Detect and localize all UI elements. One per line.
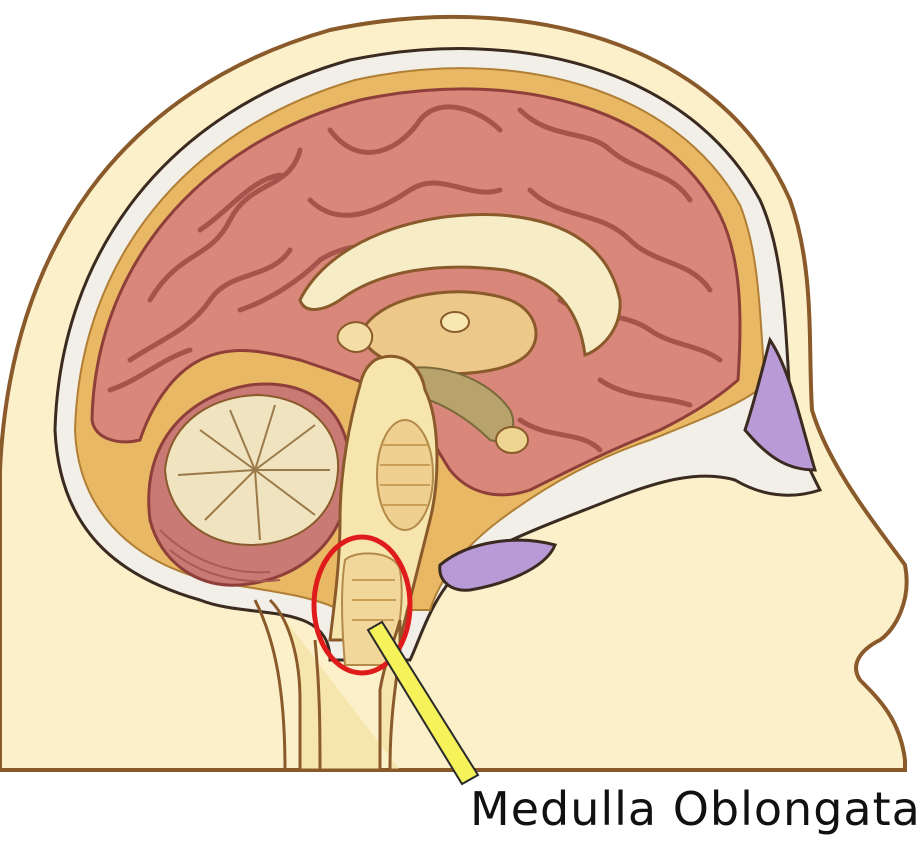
pituitary-region [338, 322, 373, 352]
pons [377, 420, 433, 530]
thalamus-nucleus [441, 312, 469, 332]
mammillary-body [496, 427, 528, 453]
structure-label: Medulla Oblongata [470, 782, 917, 836]
